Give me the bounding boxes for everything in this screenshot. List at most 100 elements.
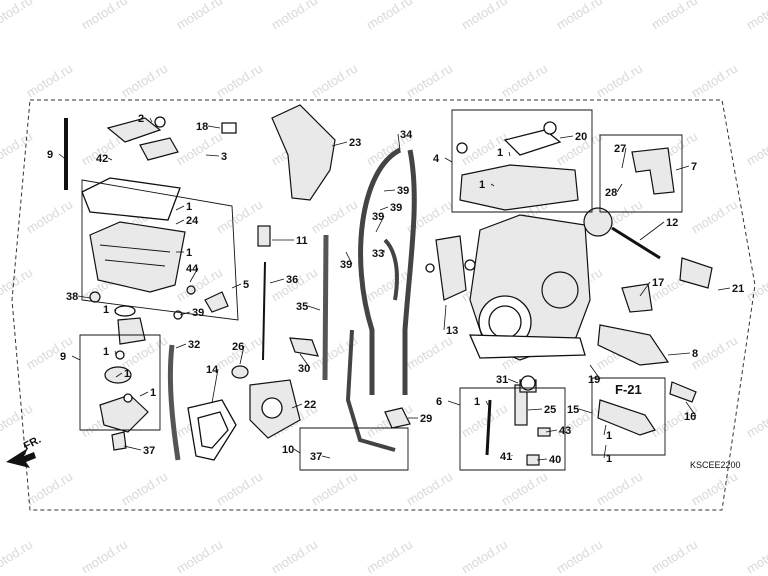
part-label: 9 xyxy=(60,351,66,363)
part-label: 1 xyxy=(606,430,612,442)
watermark-text: motod.ru xyxy=(649,537,700,576)
part-label: 34 xyxy=(400,129,413,141)
watermark-text: motod.ru xyxy=(309,469,360,509)
part-label: 1 xyxy=(103,304,109,316)
watermark-text: motod.ru xyxy=(744,0,768,33)
leader-lines xyxy=(58,117,731,461)
leader-line xyxy=(175,343,187,349)
screw-16 xyxy=(669,381,697,403)
part-label: 21 xyxy=(732,283,744,295)
watermark-text: motod.ru xyxy=(119,61,170,101)
watermark-text: motod.ru xyxy=(24,333,75,373)
leader-line xyxy=(639,221,665,241)
box-9 xyxy=(79,334,161,431)
leader-line xyxy=(490,183,495,187)
link-29 xyxy=(384,407,411,429)
float-chamber xyxy=(81,177,186,293)
diagram-code: KSCEE2200 xyxy=(690,460,741,470)
part-label: 38 xyxy=(66,291,78,303)
leader-line xyxy=(603,444,607,459)
leader-line xyxy=(71,355,81,361)
part-label: 1 xyxy=(124,368,130,380)
watermark-text: motod.ru xyxy=(744,537,768,576)
part-label: 18 xyxy=(196,121,208,133)
throttle-shaft xyxy=(345,329,396,452)
leader-line xyxy=(331,141,348,147)
lever-13 xyxy=(425,235,476,301)
part-label: 39 xyxy=(390,202,402,214)
part-label: 27 xyxy=(614,143,626,155)
cable-bracket xyxy=(631,147,675,195)
part-label: 41 xyxy=(500,451,512,463)
leader-line xyxy=(397,133,401,151)
leader-line xyxy=(527,408,543,411)
leader-line xyxy=(231,283,242,289)
watermark-text: motod.ru xyxy=(0,265,35,305)
leader-line xyxy=(179,311,191,316)
leader-line xyxy=(545,429,558,433)
watermark-text: motod.ru xyxy=(309,197,360,237)
leader-line xyxy=(667,352,691,356)
watermark-text: motod.ru xyxy=(214,197,265,237)
chamber-cap xyxy=(106,116,179,161)
part-label: 1 xyxy=(186,247,192,259)
part-label: 13 xyxy=(446,325,458,337)
leader-line xyxy=(616,183,623,193)
box-15 xyxy=(591,377,666,456)
watermark-text: motod.ru xyxy=(404,333,455,373)
leader-line xyxy=(639,281,651,297)
watermark-text: motod.ru xyxy=(364,537,415,576)
part-label: 30 xyxy=(298,363,310,375)
part-label: 39 xyxy=(372,211,384,223)
leader-line xyxy=(107,157,113,161)
watermark-text: motod.ru xyxy=(404,469,455,509)
watermark-text: motod.ru xyxy=(269,537,320,576)
leader-line xyxy=(717,287,731,291)
watermark-text: motod.ru xyxy=(0,0,35,33)
leader-line xyxy=(239,345,245,365)
part-label: 40 xyxy=(549,454,561,466)
vent-hose-34 xyxy=(358,147,402,395)
jet-needle xyxy=(262,261,266,361)
part-label: 1 xyxy=(103,346,109,358)
part-label: 15 xyxy=(567,404,579,416)
leader-line xyxy=(507,378,519,384)
part-label: 44 xyxy=(186,263,199,275)
leader-line xyxy=(114,308,117,312)
watermark-text: motod.ru xyxy=(594,61,645,101)
leader-line xyxy=(114,350,117,356)
leader-line xyxy=(345,251,353,265)
part-label: 1 xyxy=(474,396,480,408)
outer-boundary xyxy=(11,99,756,511)
leader-line xyxy=(621,147,627,169)
part-label: 36 xyxy=(286,274,298,286)
part-label: 39 xyxy=(340,259,352,271)
leader-line xyxy=(675,165,690,171)
leader-line xyxy=(149,117,153,123)
vent-hose-33 xyxy=(402,149,417,395)
part-label: 9 xyxy=(47,149,53,161)
leader-line xyxy=(291,403,303,409)
watermark-text: motod.ru xyxy=(309,61,360,101)
bolt-18 xyxy=(221,122,237,134)
part-label: 1 xyxy=(479,179,485,191)
accelerator-pump-group xyxy=(485,375,551,466)
part-label: 43 xyxy=(559,425,571,437)
part-label: 16 xyxy=(684,411,696,423)
part-label: 1 xyxy=(606,453,612,465)
part-label: 2 xyxy=(138,113,144,125)
watermark-text: motod.ru xyxy=(79,537,130,576)
leader-line xyxy=(299,353,311,369)
watermark-text: motod.ru xyxy=(744,265,768,305)
leader-line xyxy=(443,304,447,331)
part-label: 31 xyxy=(496,374,508,386)
watermark-text: motod.ru xyxy=(554,0,605,33)
leader-line xyxy=(293,448,301,454)
part-label: 17 xyxy=(652,277,664,289)
part-label: 33 xyxy=(372,248,384,260)
carburetor-body xyxy=(468,214,591,361)
watermark-text: motod.ru xyxy=(689,469,740,509)
box-7 xyxy=(599,134,683,213)
part-label: 12 xyxy=(666,217,678,229)
part-label: 10 xyxy=(282,444,294,456)
